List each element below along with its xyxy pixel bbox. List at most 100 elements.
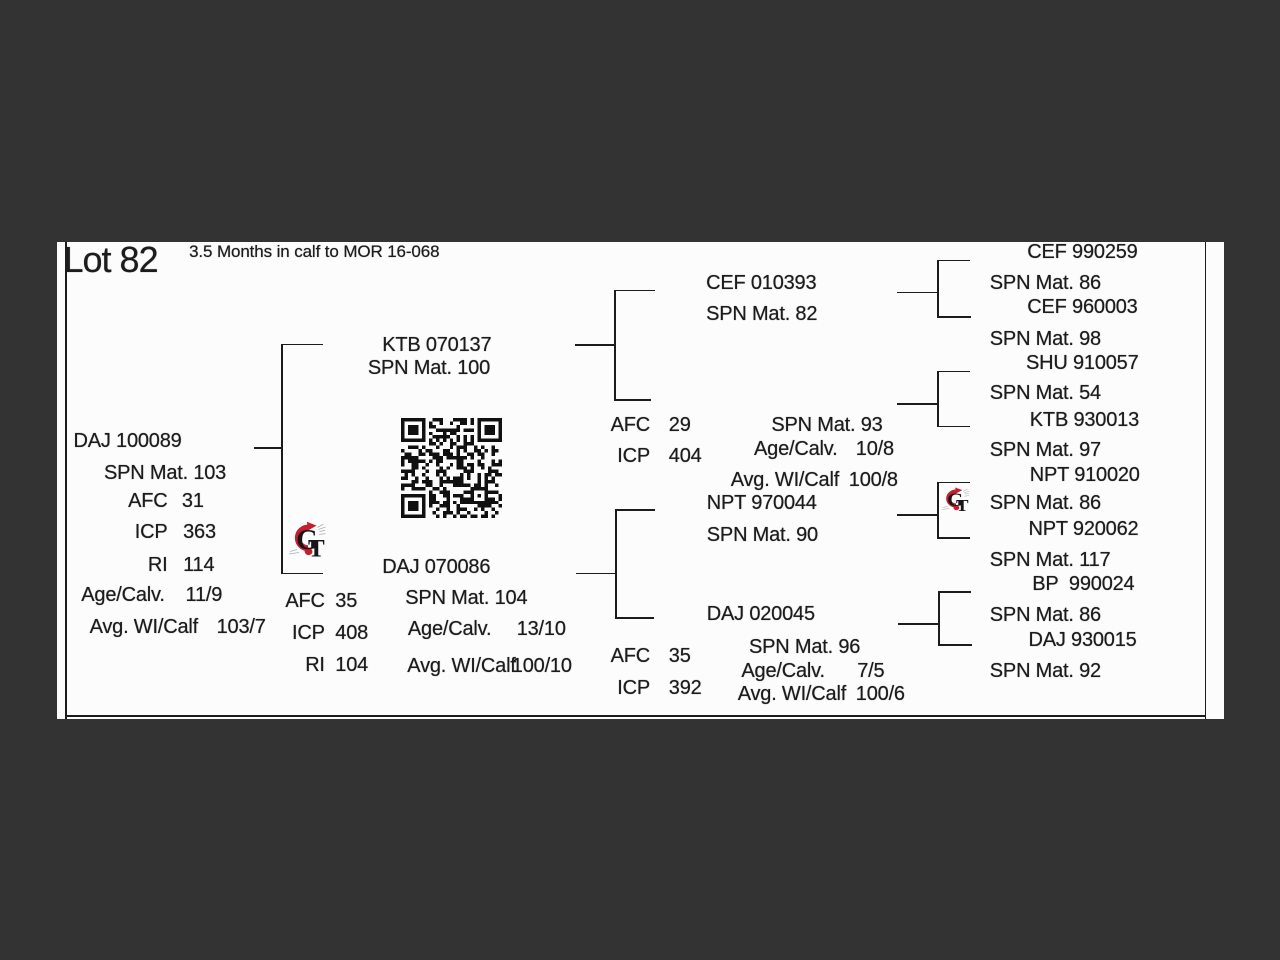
ggp-id: SHU 910057	[1026, 351, 1139, 374]
sire-parents-bracket-line	[614, 290, 616, 401]
sire-stub-line	[281, 343, 324, 346]
ggp-stub-line	[937, 315, 971, 318]
dam-stat-value: 13/10	[516, 618, 566, 641]
subject-stat-value: 114	[183, 553, 215, 576]
subject-stat-value: 103/7	[216, 616, 266, 638]
sire-dam-stat-value: 100/8	[848, 469, 898, 491]
qr-code	[401, 418, 502, 518]
sire-branch-stat-value: 29	[668, 413, 691, 436]
ggp-spn: SPN Mat. 86	[989, 492, 1101, 515]
sire-stat-value: 104	[335, 654, 369, 677]
subject-stat-label: Age/Calv.	[81, 583, 165, 606]
subject-stat-label: AFC	[128, 490, 168, 513]
dam-dam-stat-label: Avg. WI/Calf	[737, 683, 847, 705]
dam-sire-id: NPT 970044	[706, 491, 817, 514]
svg-text:T: T	[308, 535, 325, 557]
dam-branch-stat-value: 35	[668, 644, 691, 667]
ggp-id: NPT 910020	[1029, 463, 1140, 486]
ggp-spn: SPN Mat. 86	[989, 272, 1101, 295]
sire-connector-line	[575, 344, 615, 346]
sire-dam-parents-bracket-line	[937, 371, 939, 427]
dam-sire-spn: SPN Mat. 90	[706, 523, 818, 546]
parents-bracket-line	[281, 344, 283, 575]
ggp-spn: SPN Mat. 86	[989, 604, 1101, 627]
subject-spn: SPN Mat. 103	[104, 461, 227, 484]
sire-dam-connector-line	[897, 403, 938, 405]
sire-dam-stat-label: Age/Calv.	[754, 438, 838, 460]
sire-dam-stat-value: 10/8	[855, 438, 894, 460]
ggp-stub-line	[937, 537, 970, 539]
sire-dam-spn: SPN Mat. 93	[771, 414, 883, 437]
dam-connector-line	[576, 572, 616, 575]
dam-dam-id: DAJ 020045	[706, 603, 815, 626]
sire-spn: SPN Mat. 100	[367, 356, 490, 379]
dam-dam-stat-label: Age/Calv.	[741, 660, 825, 682]
lot-title: Lot 82	[63, 238, 159, 280]
ggp-stub-line	[938, 591, 971, 593]
dam-dam-connector-line	[898, 623, 939, 625]
sire-sire-id: CEF 010393	[706, 272, 817, 294]
pedigree-box-bottom-border	[65, 715, 1206, 718]
sire-stat-label: RI	[305, 654, 325, 677]
sire-sire-parents-bracket-line	[937, 260, 939, 317]
dam-sire-parents-bracket-line	[937, 482, 939, 538]
ggp-stub-line	[937, 425, 970, 428]
subject-stat-label: RI	[147, 553, 168, 576]
sire-dam-stat-label: Avg. WI/Calf	[730, 469, 840, 491]
dam-parents-bracket-line	[615, 510, 617, 618]
sire-branch-stat-value: 404	[668, 445, 702, 468]
subject-id: DAJ 100089	[73, 430, 182, 452]
ggp-spn: SPN Mat. 92	[989, 659, 1101, 682]
ggp-spn: SPN Mat. 117	[989, 548, 1111, 571]
dam-stat-label: Age/Calv.	[407, 618, 492, 641]
svg-text:T: T	[956, 496, 969, 512]
dam-branch-stat-label: ICP	[617, 677, 650, 700]
sire-sire-connector-line	[897, 291, 938, 294]
dam-branch-stat-label: AFC	[610, 644, 651, 667]
ggp-stub-line	[937, 259, 970, 262]
ggp-spn: SPN Mat. 97	[989, 439, 1101, 461]
sire-stat-label: ICP	[292, 622, 325, 645]
sire-stat-value: 408	[335, 622, 369, 645]
sire-stat-value: 35	[335, 590, 358, 613]
subject-stat-value: 11/9	[185, 583, 223, 606]
dam-id: DAJ 070086	[382, 555, 491, 578]
dam-sire-stub-line	[615, 509, 656, 511]
gt-brand-logo: G T	[288, 521, 326, 557]
subject-stat-value: 31	[181, 490, 204, 513]
ggp-id: KTB 930013	[1029, 408, 1139, 431]
sire-stat-label: AFC	[285, 590, 325, 613]
ggp-stub-line	[937, 370, 970, 373]
dam-stub-line	[281, 572, 324, 575]
dam-spn: SPN Mat. 104	[405, 586, 528, 609]
sire-branch-stat-label: ICP	[617, 445, 650, 468]
sire-sire-stub-line	[614, 289, 656, 292]
sire-id: KTB 070137	[382, 334, 492, 356]
dam-dam-parents-bracket-line	[938, 592, 940, 645]
ggp-id: BP 990024	[1032, 573, 1135, 595]
dam-stat-value: 100/10	[511, 654, 572, 677]
dam-dam-stat-value: 7/5	[857, 660, 885, 682]
subject-stat-label: Avg. WI/Calf	[89, 616, 199, 638]
subject-stat-value: 363	[183, 521, 216, 544]
gt-brand-logo: G T	[941, 487, 970, 512]
ggp-stub-line	[937, 481, 970, 484]
ggp-spn: SPN Mat. 98	[989, 328, 1101, 350]
sire-branch-stat-label: AFC	[610, 413, 651, 436]
ggp-spn: SPN Mat. 54	[989, 382, 1101, 405]
dam-sire-connector-line	[897, 514, 938, 516]
dam-dam-stat-value: 100/6	[855, 683, 905, 705]
sire-sire-spn: SPN Mat. 82	[706, 302, 818, 325]
subject-stat-label: ICP	[134, 521, 168, 544]
ggp-id: NPT 920062	[1028, 518, 1139, 540]
pedigree-box-left-border	[65, 242, 67, 719]
dam-branch-stat-value: 392	[668, 677, 702, 700]
lot-subtitle: 3.5 Months in calf to MOR 16-068	[189, 241, 440, 261]
pedigree-box-right-border	[1204, 242, 1206, 719]
subject-connector-line	[254, 447, 282, 449]
dam-stat-label: Avg. WI/Calf	[407, 654, 516, 677]
ggp-id: DAJ 930015	[1028, 628, 1137, 651]
catalog-page: Lot 82 3.5 Months in calf to MOR 16-068 …	[57, 238, 1224, 719]
svg-text:G: G	[947, 490, 964, 511]
